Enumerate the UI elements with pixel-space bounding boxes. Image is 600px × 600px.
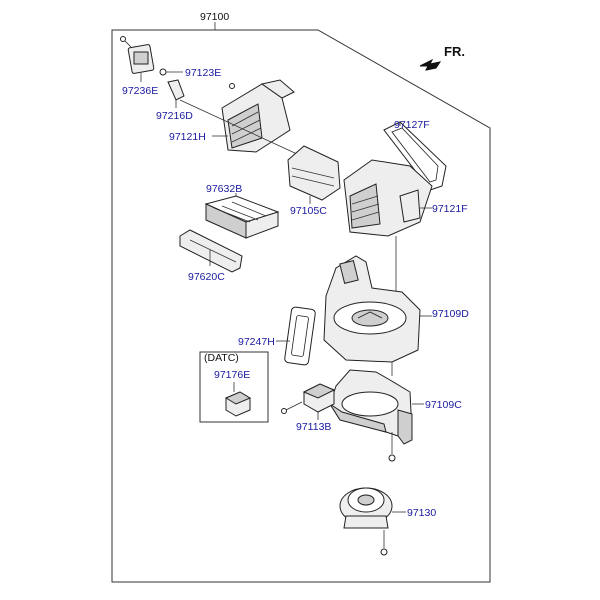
blower-case-lower-97109C xyxy=(329,362,424,445)
datc-box xyxy=(199,351,269,423)
screw-97123E xyxy=(159,68,183,76)
actuator-97113B xyxy=(281,383,336,420)
datc-label: (DATC) xyxy=(204,352,239,364)
front-arrow-icon xyxy=(419,58,442,71)
part-label-97620C: 97620C xyxy=(188,271,225,283)
lever-97216D xyxy=(167,79,185,108)
part-label-97109D: 97109D xyxy=(432,308,469,320)
part-label-97216D: 97216D xyxy=(156,110,193,122)
blower-case-upper-97109D xyxy=(323,255,432,363)
blower-motor-97130 xyxy=(339,487,406,556)
assembly-frame xyxy=(111,22,491,583)
part-label-97121H: 97121H xyxy=(169,131,206,143)
cabin-filter-97632B xyxy=(204,193,280,239)
resistor-97176E xyxy=(224,382,252,417)
part-label-97121F: 97121F xyxy=(432,203,468,215)
seal-97247H xyxy=(276,306,316,366)
screw-icon xyxy=(388,432,396,462)
part-label-97176E: 97176E xyxy=(214,369,250,381)
intake-door-97105C xyxy=(287,145,341,204)
part-label-97632B: 97632B xyxy=(206,183,242,195)
front-direction-label: FR. xyxy=(444,44,465,59)
part-label-97130: 97130 xyxy=(407,507,436,519)
part-label-97105C: 97105C xyxy=(290,205,327,217)
part-label-97127F: 97127F xyxy=(394,119,430,131)
filter-cover-97620C xyxy=(179,229,243,273)
assembly-number: 97100 xyxy=(200,11,229,23)
actuator-97236E xyxy=(120,36,155,82)
part-label-97113B: 97113B xyxy=(296,421,331,433)
part-label-97123E: 97123E xyxy=(185,67,221,79)
intake-case-upper-97121H xyxy=(179,79,311,161)
intake-case-lower-97121F xyxy=(343,159,433,300)
part-label-97247H: 97247H xyxy=(238,336,275,348)
part-label-97109C: 97109C xyxy=(425,399,462,411)
part-label-97236E: 97236E xyxy=(122,85,158,97)
